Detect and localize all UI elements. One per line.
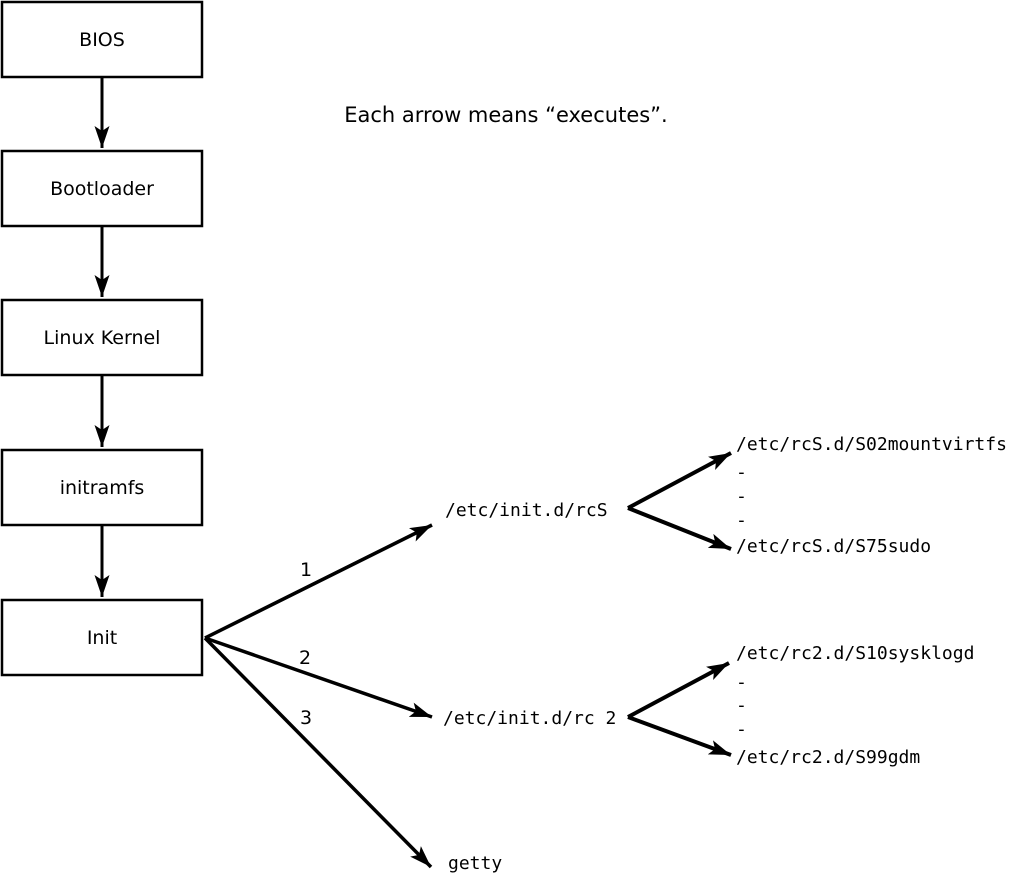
script-s99gdm: /etc/rc2.d/S99gdm	[736, 747, 920, 768]
node-bootloader-label: Bootloader	[50, 178, 154, 200]
script-s75sudo: /etc/rcS.d/S75sudo	[736, 536, 931, 557]
target-getty: getty	[448, 853, 502, 874]
node-linux-kernel: Linux Kernel	[0, 298, 204, 377]
script-placeholder-dash: -	[736, 695, 747, 716]
script-placeholder-dash: -	[736, 510, 747, 531]
arrow-init-to-getty-icon	[203, 636, 433, 869]
node-bootloader: Bootloader	[0, 149, 204, 228]
arrow-rcs-to-s75sudo-icon	[627, 506, 732, 551]
node-bios: BIOS	[0, 0, 204, 79]
node-initramfs-box	[0, 448, 204, 527]
node-linux-kernel-label: Linux Kernel	[44, 327, 161, 349]
branch-number-1: 1	[300, 559, 312, 581]
script-placeholder-dash: -	[736, 486, 747, 507]
arrow-rcs-to-s02mountvirtfs-icon	[627, 451, 732, 510]
branch-number-3: 3	[300, 707, 312, 729]
node-init: Init	[0, 598, 204, 677]
script-s02mountvirtfs: /etc/rcS.d/S02mountvirtfs	[736, 434, 1007, 455]
branch-number-2: 2	[299, 647, 311, 669]
node-initramfs-label: initramfs	[60, 477, 145, 499]
target-etc-init-d-rcs: /etc/init.d/rcS	[445, 500, 608, 521]
node-bios-box	[0, 0, 204, 79]
script-placeholder-dash: -	[736, 672, 747, 693]
arrow-init-to-rcs-icon	[204, 523, 433, 640]
script-s10sysklogd: /etc/rc2.d/S10sysklogd	[736, 643, 974, 664]
node-init-label: Init	[87, 627, 117, 649]
node-bios-label: BIOS	[79, 29, 125, 51]
node-bootloader-box	[0, 149, 204, 228]
script-placeholder-dash: -	[736, 462, 747, 483]
arrow-init-to-rc2-icon	[204, 636, 433, 719]
caption-arrow-meaning: Each arrow means “executes”.	[344, 103, 667, 127]
node-init-box	[0, 598, 204, 677]
script-placeholder-dash: -	[736, 719, 747, 740]
arrow-rc2-to-s10sysklogd-icon	[627, 661, 730, 719]
target-etc-init-d-rc2: /etc/init.d/rc 2	[443, 708, 616, 729]
node-initramfs: initramfs	[0, 448, 204, 527]
arrow-rc2-to-s99gdm-icon	[627, 715, 732, 757]
